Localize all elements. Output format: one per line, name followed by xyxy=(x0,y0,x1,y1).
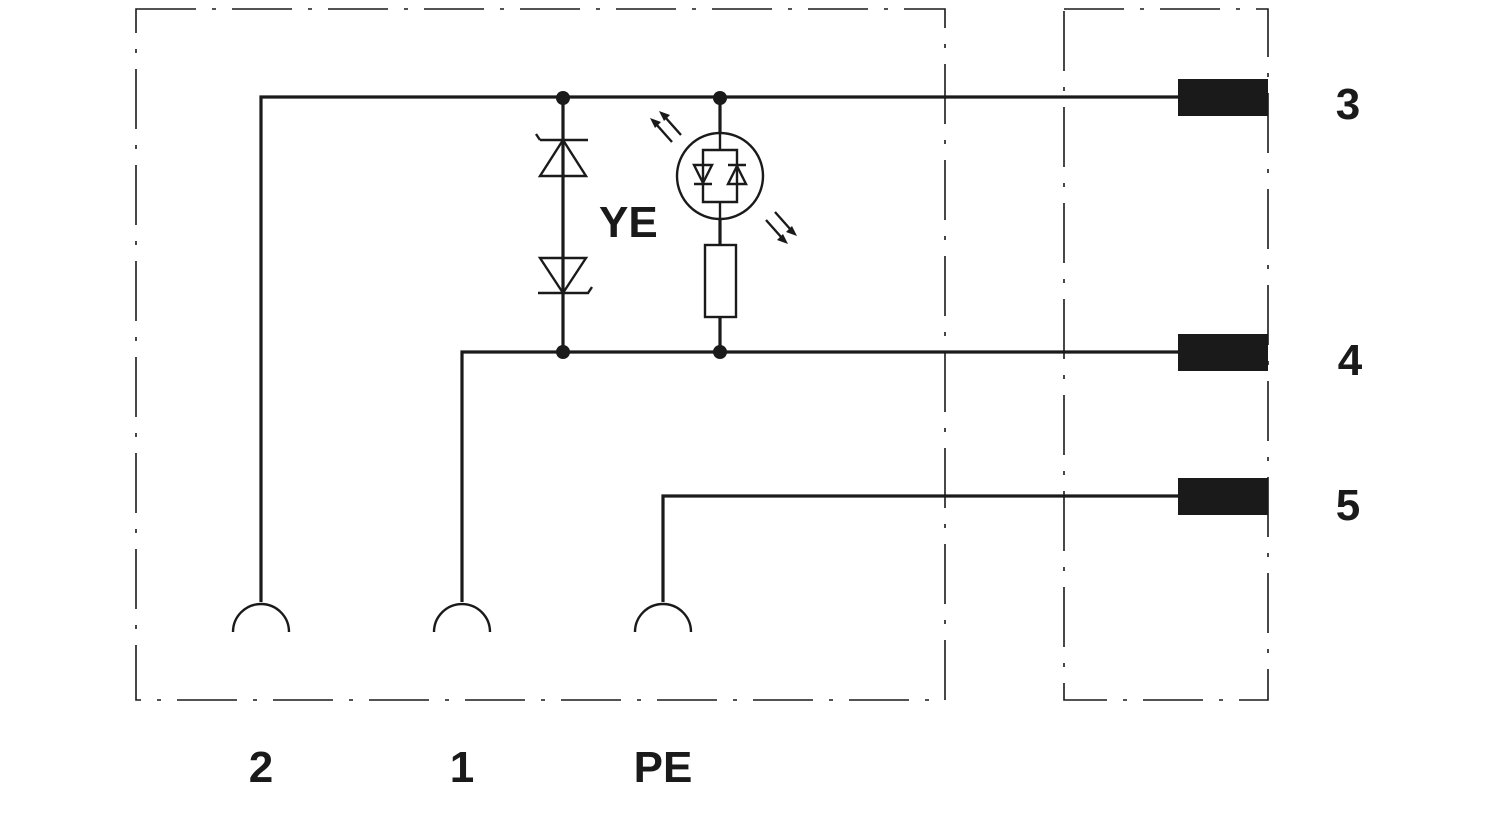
socket-contact-pe xyxy=(633,602,693,633)
led-color-label: YE xyxy=(599,198,658,247)
socket-contact-1 xyxy=(432,602,492,633)
connector-housing-outline xyxy=(135,8,946,701)
led-indicator xyxy=(650,98,797,352)
light-incoming-arrows xyxy=(765,211,797,244)
pin-label-2: 2 xyxy=(249,743,273,792)
pin-label-4: 4 xyxy=(1338,336,1363,385)
pin-label-1: 1 xyxy=(450,743,474,792)
pin-label-3: 3 xyxy=(1336,80,1360,129)
wire-pe-to-5 xyxy=(661,494,1180,602)
pin-label-pe: PE xyxy=(634,743,693,792)
terminal-block-5 xyxy=(1178,478,1268,515)
socket-contact-2 xyxy=(231,602,291,633)
terminal-block-3 xyxy=(1178,79,1268,116)
wire-pin-1-to-4 xyxy=(460,350,1180,602)
suppressor-diodes xyxy=(535,98,593,352)
wire-pin-2-to-3 xyxy=(259,95,1180,602)
resistor xyxy=(703,243,738,319)
light-emission-arrows xyxy=(650,111,682,143)
pin-label-5: 5 xyxy=(1336,481,1360,530)
terminal-block-4 xyxy=(1178,334,1268,371)
terminal-housing-outline xyxy=(1063,8,1269,701)
